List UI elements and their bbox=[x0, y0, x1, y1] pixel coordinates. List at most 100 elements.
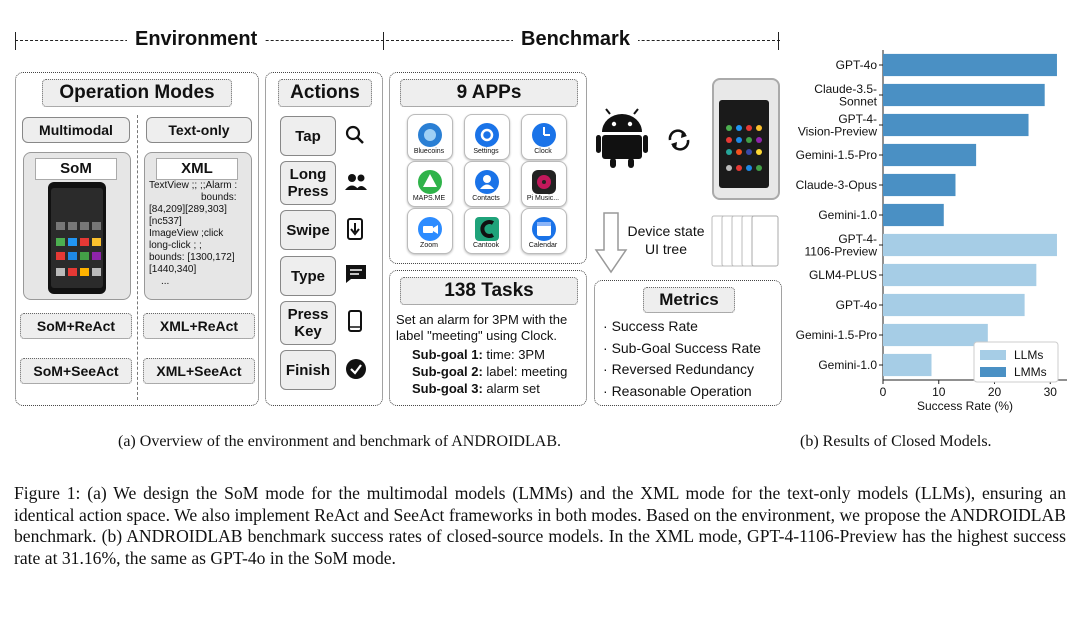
category-label: 1106-Preview bbox=[805, 244, 878, 258]
app-label: Pi Music... bbox=[526, 195, 560, 202]
header-tick-left bbox=[15, 32, 16, 50]
action-long-press-label: Long Press bbox=[287, 166, 329, 200]
xml-line: TextView ;; ;;Alarm : bbox=[149, 180, 238, 191]
text-only-label: Text-only bbox=[146, 117, 252, 143]
app-label: Settings bbox=[473, 148, 499, 155]
clock-icon bbox=[532, 123, 556, 147]
category-label: Sonnet bbox=[839, 94, 878, 108]
metrics-box bbox=[594, 280, 782, 406]
app-label: Bluecoins bbox=[413, 148, 445, 155]
app-calendar bbox=[521, 208, 567, 254]
figure-caption: Figure 1: (a) We design the SoM mode for… bbox=[14, 483, 1066, 568]
category-label: Gemini-1.5-Pro bbox=[796, 148, 878, 162]
app-label: Zoom bbox=[420, 242, 438, 249]
bar bbox=[883, 83, 1045, 107]
xml-line: ImageView ;click bbox=[149, 228, 224, 239]
metric-item: · Sub-Goal Success Rate bbox=[603, 339, 761, 356]
action-long-press: Long Press bbox=[280, 161, 336, 205]
xml-line: [84,209][289,303] bbox=[149, 204, 227, 215]
metric-label: Reasonable Operation bbox=[611, 382, 752, 399]
bar bbox=[883, 323, 988, 347]
xml-line: long-click ; ; bbox=[149, 240, 202, 251]
som-label: SoM bbox=[35, 158, 117, 180]
action-press-key: Press Key bbox=[280, 301, 336, 345]
zoom-icon bbox=[418, 217, 442, 241]
operation-modes-box bbox=[15, 72, 259, 406]
app-label: Contacts bbox=[472, 195, 500, 202]
contact-icon bbox=[475, 170, 499, 194]
device-screen bbox=[719, 100, 769, 188]
subgoal-name: Sub-goal 1: bbox=[412, 347, 483, 362]
app-pi-music bbox=[521, 161, 567, 207]
metric-item: · Reasonable Operation bbox=[603, 382, 752, 399]
metric-label: Sub-Goal Success Rate bbox=[611, 339, 761, 356]
header-bar: Environment Benchmark bbox=[15, 28, 780, 51]
bar bbox=[883, 173, 956, 197]
category-label: GLM4-PLUS bbox=[809, 268, 877, 282]
bar bbox=[883, 353, 932, 377]
subgoal-text: alarm set bbox=[486, 381, 540, 396]
metric-item: · Success Rate bbox=[603, 318, 698, 334]
action-press-key-label: Press Key bbox=[287, 306, 329, 340]
xml-line: bounds: bbox=[201, 192, 237, 203]
xml-label: XML bbox=[156, 158, 238, 180]
x-tick-label: 0 bbox=[880, 385, 887, 399]
legend-label: LMMs bbox=[1014, 365, 1047, 379]
app-clock bbox=[521, 114, 567, 160]
swipe-down-icon bbox=[347, 218, 363, 240]
action-swipe: Swipe bbox=[280, 210, 336, 250]
category-label: Claude-3.5- bbox=[814, 82, 877, 96]
category-label: GPT-4o bbox=[836, 58, 878, 72]
benchmark-title: Benchmark bbox=[513, 28, 638, 51]
ui-tree-line: UI tree bbox=[644, 241, 687, 257]
bar bbox=[883, 143, 977, 167]
metrics-title: Metrics bbox=[643, 287, 735, 313]
action-tap: Tap bbox=[280, 116, 336, 156]
legend-swatch bbox=[980, 350, 1006, 360]
stacked-screens-icon bbox=[711, 215, 779, 267]
bar bbox=[883, 263, 1037, 287]
action-type: Type bbox=[280, 256, 336, 296]
xml-line: bounds: [1300,172] bbox=[149, 252, 235, 263]
x-axis-label: Success Rate (%) bbox=[917, 399, 1013, 413]
caption-a: (a) Overview of the environment and benc… bbox=[118, 433, 561, 450]
xml-text-block: TextView ;; ;;Alarm : bounds: [84,209][2… bbox=[149, 180, 249, 288]
bluecoins-icon bbox=[418, 123, 442, 147]
app-label: MAPS.ME bbox=[412, 195, 446, 202]
gear-icon bbox=[475, 123, 499, 147]
multimodal-label: Multimodal bbox=[22, 117, 130, 143]
category-label: Gemini-1.5-Pro bbox=[796, 328, 878, 342]
actions-box bbox=[265, 72, 383, 406]
map-icon bbox=[418, 170, 442, 194]
category-label: Gemini-1.0 bbox=[818, 358, 877, 372]
metric-item: · Reversed Redundancy bbox=[603, 361, 754, 377]
legend-swatch bbox=[980, 367, 1006, 377]
android-robot-icon bbox=[596, 108, 648, 168]
actions-title: Actions bbox=[278, 79, 372, 107]
category-label: GPT-4- bbox=[838, 112, 877, 126]
som-phone-grid bbox=[51, 188, 103, 288]
down-arrow-icon bbox=[594, 212, 628, 274]
subgoal-1: Sub-goal 1: time: 3PM bbox=[412, 346, 584, 363]
header-tick-right bbox=[778, 32, 779, 50]
caption-b: (b) Results of Closed Models. bbox=[800, 433, 992, 450]
action-finish: Finish bbox=[280, 350, 336, 390]
subgoal-text: time: 3PM bbox=[486, 347, 545, 362]
som-phone-screenshot bbox=[48, 182, 106, 294]
app-label: Cantook bbox=[472, 242, 500, 249]
subgoal-list: Sub-goal 1: time: 3PM Sub-goal 2: label:… bbox=[412, 346, 584, 397]
category-label: Gemini-1.0 bbox=[818, 208, 877, 222]
action-swipe-label: Swipe bbox=[286, 221, 330, 239]
apps-box bbox=[389, 72, 587, 264]
category-label: GPT-4- bbox=[838, 232, 877, 246]
metrics-list: · Success Rate · Sub-Goal Success Rate ·… bbox=[603, 316, 779, 402]
app-contacts bbox=[464, 161, 510, 207]
x-tick-label: 10 bbox=[932, 385, 946, 399]
calendar-icon bbox=[532, 217, 556, 241]
x-tick-label: 30 bbox=[1044, 385, 1058, 399]
refresh-icon bbox=[668, 129, 690, 151]
xml-line: [1440,340] bbox=[149, 264, 197, 275]
cantook-icon bbox=[475, 217, 499, 241]
task-description: Set an alarm for 3PM with the label "mee… bbox=[396, 312, 568, 343]
